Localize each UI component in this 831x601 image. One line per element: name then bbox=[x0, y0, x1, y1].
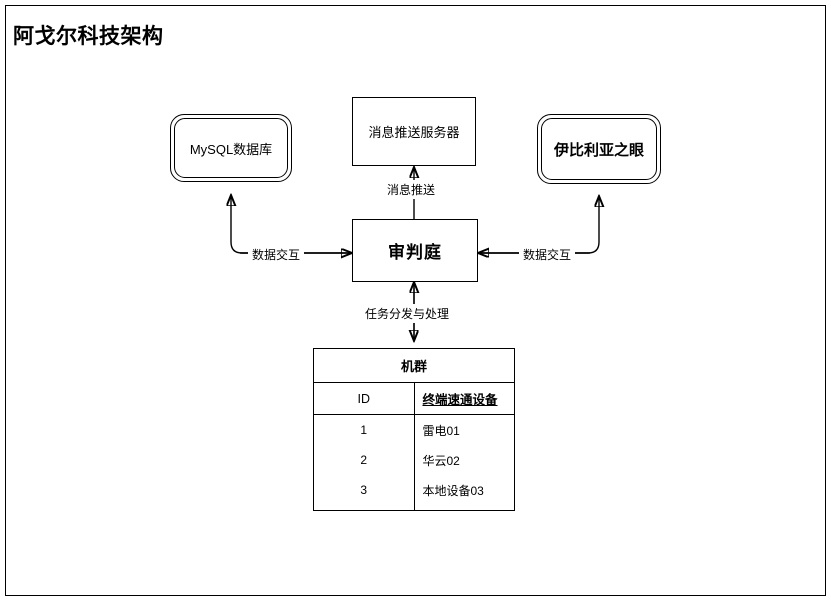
cluster-table-filler-row bbox=[314, 505, 514, 510]
row-id: 2 bbox=[314, 445, 415, 475]
node-court[interactable]: 审判庭 bbox=[352, 219, 478, 282]
node-mysql-database[interactable]: MySQL数据库 bbox=[170, 114, 292, 182]
node-mysql-label: MySQL数据库 bbox=[189, 141, 273, 157]
node-push-server[interactable]: 消息推送服务器 bbox=[352, 97, 476, 166]
edge-label-court-cluster: 任务分发与处理 bbox=[361, 304, 454, 323]
table-row[interactable]: 3 本地设备03 bbox=[314, 475, 514, 505]
node-court-label: 审判庭 bbox=[388, 243, 442, 262]
page-title: 阿戈尔科技架构 bbox=[13, 25, 164, 48]
cluster-table-header-id: ID bbox=[314, 382, 415, 415]
node-iberia-eye-label: 伊比利亚之眼 bbox=[553, 141, 644, 159]
row-id: 1 bbox=[314, 414, 415, 445]
node-mysql-inner: MySQL数据库 bbox=[174, 118, 288, 178]
table-row[interactable]: 1 雷电01 bbox=[314, 414, 514, 445]
row-device: 华云02 bbox=[422, 453, 460, 468]
edge-label-mysql-court: 数据交互 bbox=[248, 245, 305, 264]
node-iberia-eye-inner: 伊比利亚之眼 bbox=[541, 118, 657, 180]
row-device: 雷电01 bbox=[422, 423, 460, 438]
cluster-table-title: 机群 bbox=[314, 349, 514, 383]
row-id: 3 bbox=[314, 475, 415, 505]
row-device: 本地设备03 bbox=[422, 483, 484, 498]
filler-device bbox=[414, 505, 514, 510]
node-push-server-label: 消息推送服务器 bbox=[368, 125, 460, 140]
cluster-table-grid: 机群 ID 终端速通设备 1 雷电01 2 华云02 3 bbox=[314, 349, 514, 510]
cluster-table-header-device-text: 终端速通设备 bbox=[422, 393, 498, 407]
cluster-table[interactable]: 机群 ID 终端速通设备 1 雷电01 2 华云02 3 bbox=[313, 348, 515, 511]
edge-label-court-iberia: 数据交互 bbox=[519, 245, 576, 264]
node-iberia-eye[interactable]: 伊比利亚之眼 bbox=[537, 114, 661, 184]
cluster-table-header-row: ID 终端速通设备 bbox=[314, 382, 514, 415]
cluster-table-title-row: 机群 bbox=[314, 349, 514, 383]
filler-id bbox=[314, 505, 415, 510]
table-row[interactable]: 2 华云02 bbox=[314, 445, 514, 475]
edge-label-court-push: 消息推送 bbox=[383, 180, 440, 199]
cluster-table-header-device: 终端速通设备 bbox=[414, 382, 514, 415]
